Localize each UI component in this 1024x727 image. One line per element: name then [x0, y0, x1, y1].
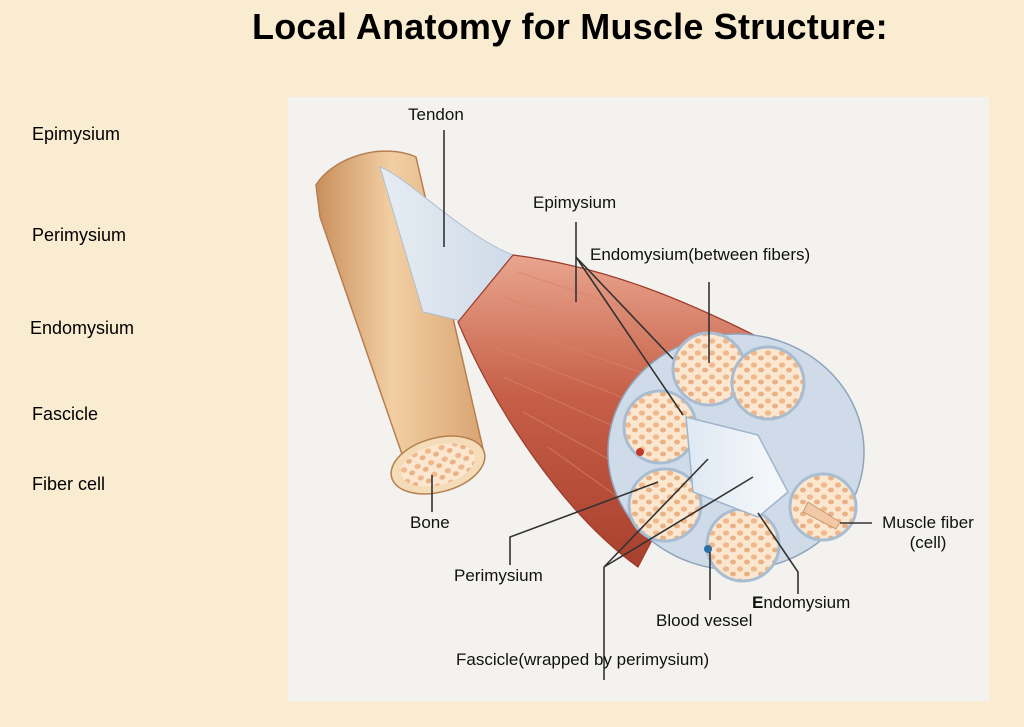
term-epimysium: Epimysium [32, 124, 121, 144]
label-tendon: Tendon [408, 105, 464, 124]
label-muscle-fiber-line2: (cell) [909, 533, 947, 552]
page-title: Local Anatomy for Muscle Structure: [252, 6, 888, 47]
muscle-illustration [315, 130, 872, 680]
muscle-fiber-shape [802, 501, 841, 530]
fascicle-cross-section [607, 331, 865, 583]
term-fascicle: Fascicle [32, 404, 99, 424]
label-endomysium-between: Endomysium(between fibers) [590, 245, 811, 264]
label-endomysium-rest: ndomysium [763, 593, 851, 612]
term-endomysium: Endomysium [30, 318, 135, 338]
label-fascicle-wrapped: Fascicle(wrapped by perimysium) [456, 650, 710, 669]
label-perimysium: Perimysium [454, 566, 543, 585]
term-perimysium: Perimysium [32, 225, 127, 245]
label-muscle-fiber-line1: Muscle fiber [882, 513, 974, 532]
label-epimysium: Epimysium [533, 193, 617, 212]
label-endomysium-initial: E [752, 593, 764, 612]
label-blood-vessel: Blood vessel [656, 611, 753, 630]
diagram-panel: Tendon Epimysium Endomysium(between fibe… [288, 97, 989, 701]
term-fiber-cell: Fiber cell [32, 474, 106, 494]
label-muscle-fiber: Muscle fiber (cell) [874, 513, 982, 553]
label-bone: Bone [410, 513, 450, 532]
leader-lines [431, 130, 872, 680]
label-endomysium: Endomysium [752, 593, 850, 613]
